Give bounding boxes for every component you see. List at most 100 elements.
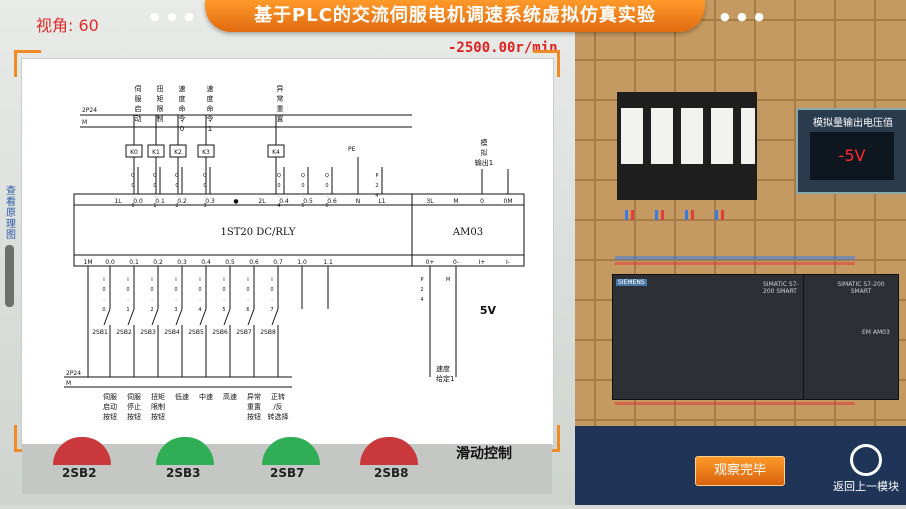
input-wire-label: . (223, 297, 225, 303)
input-terminal-label: 0.3 (177, 259, 187, 266)
bottom-label: 按钮 (103, 412, 117, 421)
am-bottom-label: I- (506, 259, 510, 266)
terminal-label: 0.5 (303, 198, 313, 205)
top-label: 动 (135, 114, 142, 123)
terminal-label: 0.4 (279, 198, 289, 205)
switch-label: 2SB5 (188, 329, 204, 336)
output-wire-label: 0 (277, 183, 280, 189)
bottom-label: 重置 (247, 403, 261, 411)
switch-contact (223, 308, 231, 326)
view-angle: 视角: 60 (36, 16, 99, 35)
top-label: 启 (135, 104, 142, 113)
bottom-label: 正转 (271, 392, 285, 401)
bottom-label: 按钮 (247, 412, 261, 421)
input-wire-label: . (103, 297, 105, 303)
scene-right (575, 0, 906, 505)
output-wire-label: . (132, 193, 134, 199)
frame-corner (533, 50, 560, 77)
am-bottom-label: 0+ (426, 259, 435, 266)
top-label: 令 (179, 114, 186, 123)
plc-brand: SIEMENS (616, 279, 647, 286)
input-wire-label: 0 (150, 287, 153, 293)
voltage-label: 5V (480, 304, 497, 317)
bottom-label: 异常 (247, 392, 261, 401)
input-wire-label: 0 (174, 287, 177, 293)
title-dots-left: ● ● ● (150, 10, 196, 23)
terminal-label: 0.6 (327, 198, 337, 205)
output-wire-label: Q (325, 173, 329, 179)
output-wire-label: Q (277, 173, 281, 179)
speed-set-label: 速度 (436, 364, 450, 373)
top-label: 重 (277, 105, 284, 113)
relay-label: K2 (174, 149, 182, 156)
input-wire-label: 2 (150, 307, 153, 313)
output-wire-label: 0 (131, 183, 134, 189)
top-label: 速 (179, 85, 186, 93)
side-scroll-handle[interactable] (5, 245, 14, 307)
output-wire-label: 0 (203, 183, 206, 189)
switch-label: 2SB6 (212, 329, 228, 336)
input-wire-label: 1 (126, 307, 129, 313)
input-terminal-label: 1.0 (297, 259, 307, 266)
output-wire-label: 5 (301, 203, 304, 209)
terminal-label: 1L (114, 198, 122, 205)
frame-corner (14, 50, 41, 77)
label-2sb8: 2SB8 (374, 466, 409, 480)
voltage-title: 模拟量输出电压值 (813, 118, 893, 129)
bottom-label: 中速 (199, 392, 213, 401)
am-terminal-label: 0 (480, 198, 484, 205)
top-label: 令 (207, 114, 214, 123)
input-wire-label: 6 (246, 307, 249, 313)
am-bottom-label: I+ (479, 259, 486, 266)
output-wire-label: . (176, 193, 178, 199)
switch-label: 2SB7 (236, 329, 252, 336)
observe-done-button[interactable]: 观察完毕 (695, 456, 785, 486)
switch-label: 2SB4 (164, 329, 180, 336)
top-label: 1 (208, 125, 212, 133)
input-wire-label: 5 (222, 307, 225, 313)
bottom-label: 按钮 (151, 412, 165, 421)
terminal-label: 0.3 (205, 198, 215, 205)
input-terminal-label: 0.2 (153, 259, 163, 266)
switch-label: 2SB3 (140, 329, 156, 336)
input-wire-label: 0 (198, 287, 201, 293)
output-wire-label: 2 (175, 203, 178, 209)
output-wire-label: 3 (203, 203, 206, 209)
view-schematic-tab[interactable]: 查看原理图 (6, 186, 16, 241)
back-module-button[interactable]: 返回上一模块 (828, 444, 904, 494)
input-terminal-label: 0.6 (249, 259, 259, 266)
input-wire-label: I (199, 277, 200, 283)
input-wire-label: . (199, 297, 201, 303)
top-label: 度 (179, 94, 186, 103)
input-wire-label: 0 (126, 287, 129, 293)
input-terminal-label: 0.4 (201, 259, 211, 266)
input-wire-label: 0 (270, 287, 273, 293)
output-wire-label: . (302, 193, 304, 199)
output-wire-label: 2 (375, 183, 378, 189)
input-wire-label: 0 (246, 287, 249, 293)
am-terminal-label: M (453, 198, 458, 205)
output-wire-label: P (375, 173, 378, 179)
terminal-label: 0.0 (133, 198, 143, 205)
label-2sb2: 2SB2 (62, 466, 97, 480)
input-terminal-label: 0.1 (129, 259, 139, 266)
output-wire-label: 0 (131, 203, 134, 209)
terminal-label: L1 (378, 198, 385, 205)
switch-contact (127, 308, 135, 326)
switch-contact (247, 308, 255, 326)
output-wire-label: 0 (153, 183, 156, 189)
cpu-name: 1ST20 DC/RLY (221, 227, 296, 238)
input-terminal-label: 1.1 (323, 259, 333, 266)
output-wire-label: . (326, 193, 328, 199)
am-name: AM03 (452, 227, 483, 238)
input-wire-label: . (271, 297, 273, 303)
bottom-label: /反 (273, 402, 282, 411)
bottom-label: 高速 (223, 392, 237, 401)
am-wire-label: P (420, 277, 423, 283)
top-label: 命 (207, 104, 214, 113)
top-label: 制 (157, 114, 164, 123)
top-label: 置 (277, 115, 284, 123)
input-terminal-label: 0.0 (105, 259, 115, 266)
